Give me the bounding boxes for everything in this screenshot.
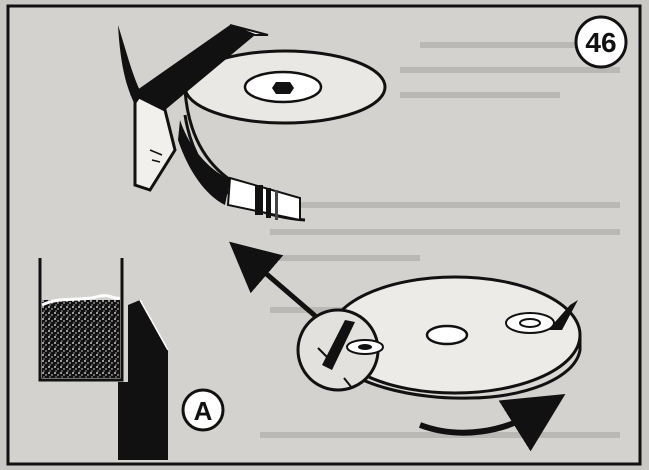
center-hole — [425, 324, 469, 346]
blade-icon — [118, 24, 269, 192]
pointer-arrow — [229, 241, 322, 322]
inset-label: A — [194, 396, 213, 426]
whole-disc — [328, 275, 582, 400]
hexagon-hole — [272, 82, 294, 94]
inset-label-circle — [181, 388, 225, 432]
figure-number: 46 — [585, 27, 616, 58]
blade-right — [548, 300, 578, 330]
enlarged-disc-detail — [118, 24, 387, 222]
inset-a-detail: A — [38, 258, 225, 460]
blade-left — [322, 320, 355, 370]
rotation-arrow — [418, 394, 566, 452]
rim-segment — [226, 176, 301, 222]
figure-number-badge: 46 — [574, 15, 628, 69]
magnifier-circle — [296, 308, 384, 392]
disc-edge-shadow — [178, 120, 230, 205]
